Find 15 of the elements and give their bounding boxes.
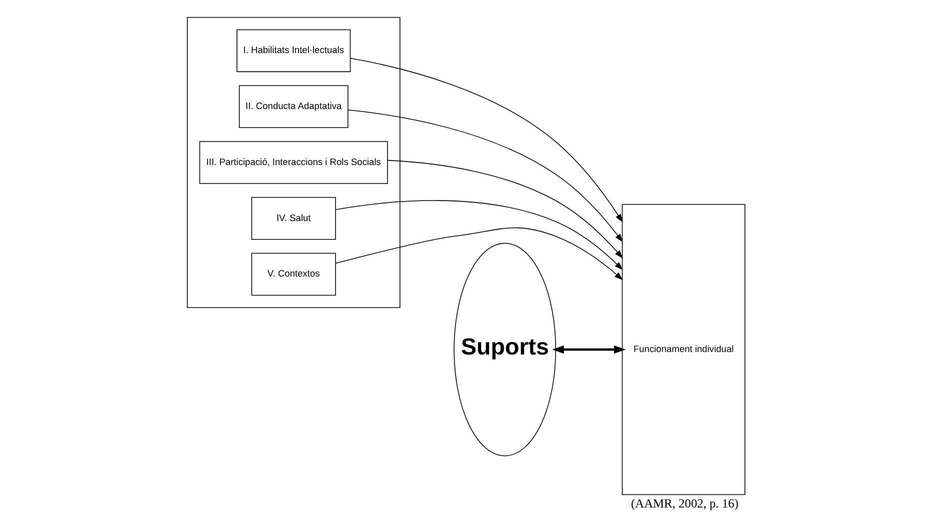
arrow xyxy=(347,110,622,242)
arrow xyxy=(386,160,622,258)
node-box: III. Participació, Interaccions i Rols Socials xyxy=(198,141,388,184)
node-box: II. Conducta Adaptativa xyxy=(238,85,348,128)
node-box: IV. Salut xyxy=(250,197,336,240)
node-ellipse: Suports xyxy=(453,242,556,456)
node-box: Funcionament individual xyxy=(621,204,745,496)
node-box: V. Contextos xyxy=(250,252,336,296)
node-box: I. Habilitats Intel·lectuals xyxy=(236,29,350,72)
arrow xyxy=(552,345,626,354)
arrow xyxy=(350,58,622,223)
caption: (AAMR, 2002, p. 16) xyxy=(630,496,738,511)
arrow xyxy=(334,227,622,280)
arrow xyxy=(334,200,622,270)
cluster xyxy=(186,16,400,308)
